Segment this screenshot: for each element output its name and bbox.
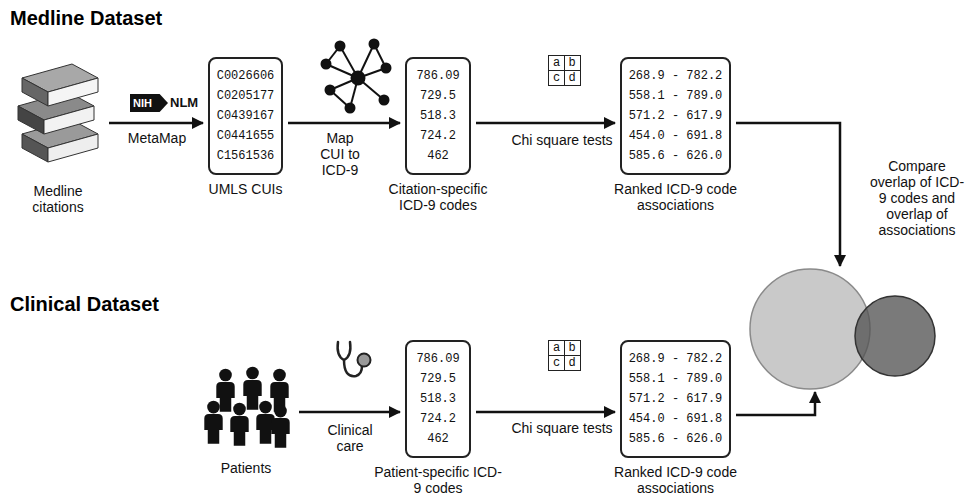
section-title: Clinical Dataset	[10, 292, 210, 318]
code-list: 268.9 - 782.2 558.1 - 789.0 571.2 - 617.…	[627, 66, 723, 166]
logo-text: NIH	[130, 94, 168, 112]
table-cell: c	[548, 70, 565, 86]
patients-icon	[204, 367, 289, 448]
arrow-connector	[476, 122, 615, 125]
section-title: Medline Dataset	[10, 6, 210, 32]
code-box: C0026606 C0205177 C0439167 C0441655 C156…	[208, 57, 283, 175]
code-list: C0026606 C0205177 C0439167 C0441655 C156…	[215, 66, 275, 166]
code-box: 268.9 - 782.2 558.1 - 789.0 571.2 - 617.…	[620, 57, 731, 175]
edge-label: Clinical care	[318, 422, 382, 454]
node-caption: Citation-specific ICD-9 codes	[373, 181, 503, 213]
books-node: Medline citations	[12, 60, 104, 165]
edge-label: Chi square tests	[507, 420, 617, 436]
venn-node: Compare overlap of ICD-9 codes and overl…	[745, 268, 935, 390]
arrow-connector	[736, 392, 815, 415]
node-caption: Ranked ICD-9 code associations	[606, 464, 746, 496]
node-caption: Compare overlap of ICD-9 codes and overl…	[867, 158, 967, 238]
code-list: 786.09 729.5 518.3 724.2 462	[414, 66, 462, 166]
books-icon	[18, 64, 98, 162]
edge-label: Map CUI to ICD-9	[313, 130, 367, 178]
node-caption: UMLS CUIs	[206, 181, 286, 197]
edge-label: MetaMap	[117, 130, 197, 146]
logo-text: NLM	[170, 94, 204, 112]
arrow-connector	[109, 122, 203, 125]
code-box: 786.09 729.5 518.3 724.2 462Patient-spec…	[405, 340, 471, 458]
code-list: 786.09 729.5 518.3 724.2 462	[414, 349, 462, 449]
arrow-connector	[736, 123, 840, 266]
code-box: 786.09 729.5 518.3 724.2 462Citation-spe…	[405, 57, 471, 175]
table-cell: d	[564, 70, 581, 86]
arrow-connector	[288, 122, 400, 125]
node-caption: Patient-specific ICD-9 codes	[373, 464, 503, 496]
network-icon	[322, 40, 391, 113]
edge-label: Chi square tests	[507, 132, 617, 148]
code-list: 268.9 - 782.2 558.1 - 789.0 571.2 - 617.…	[627, 349, 723, 449]
table-cell: d	[564, 355, 581, 371]
stethoscope-icon	[338, 342, 371, 376]
table-cell: c	[548, 355, 565, 371]
node-caption: Patients	[206, 460, 286, 476]
book	[22, 64, 98, 106]
venn-circles	[750, 269, 935, 389]
arrow-connector	[299, 411, 400, 414]
node-caption: Medline citations	[18, 183, 98, 215]
arrow-connector	[476, 411, 615, 414]
code-box: 268.9 - 782.2 558.1 - 789.0 571.2 - 617.…	[620, 340, 731, 458]
patients-node: Patients	[198, 366, 294, 450]
node-caption: Ranked ICD-9 code associations	[606, 181, 746, 213]
